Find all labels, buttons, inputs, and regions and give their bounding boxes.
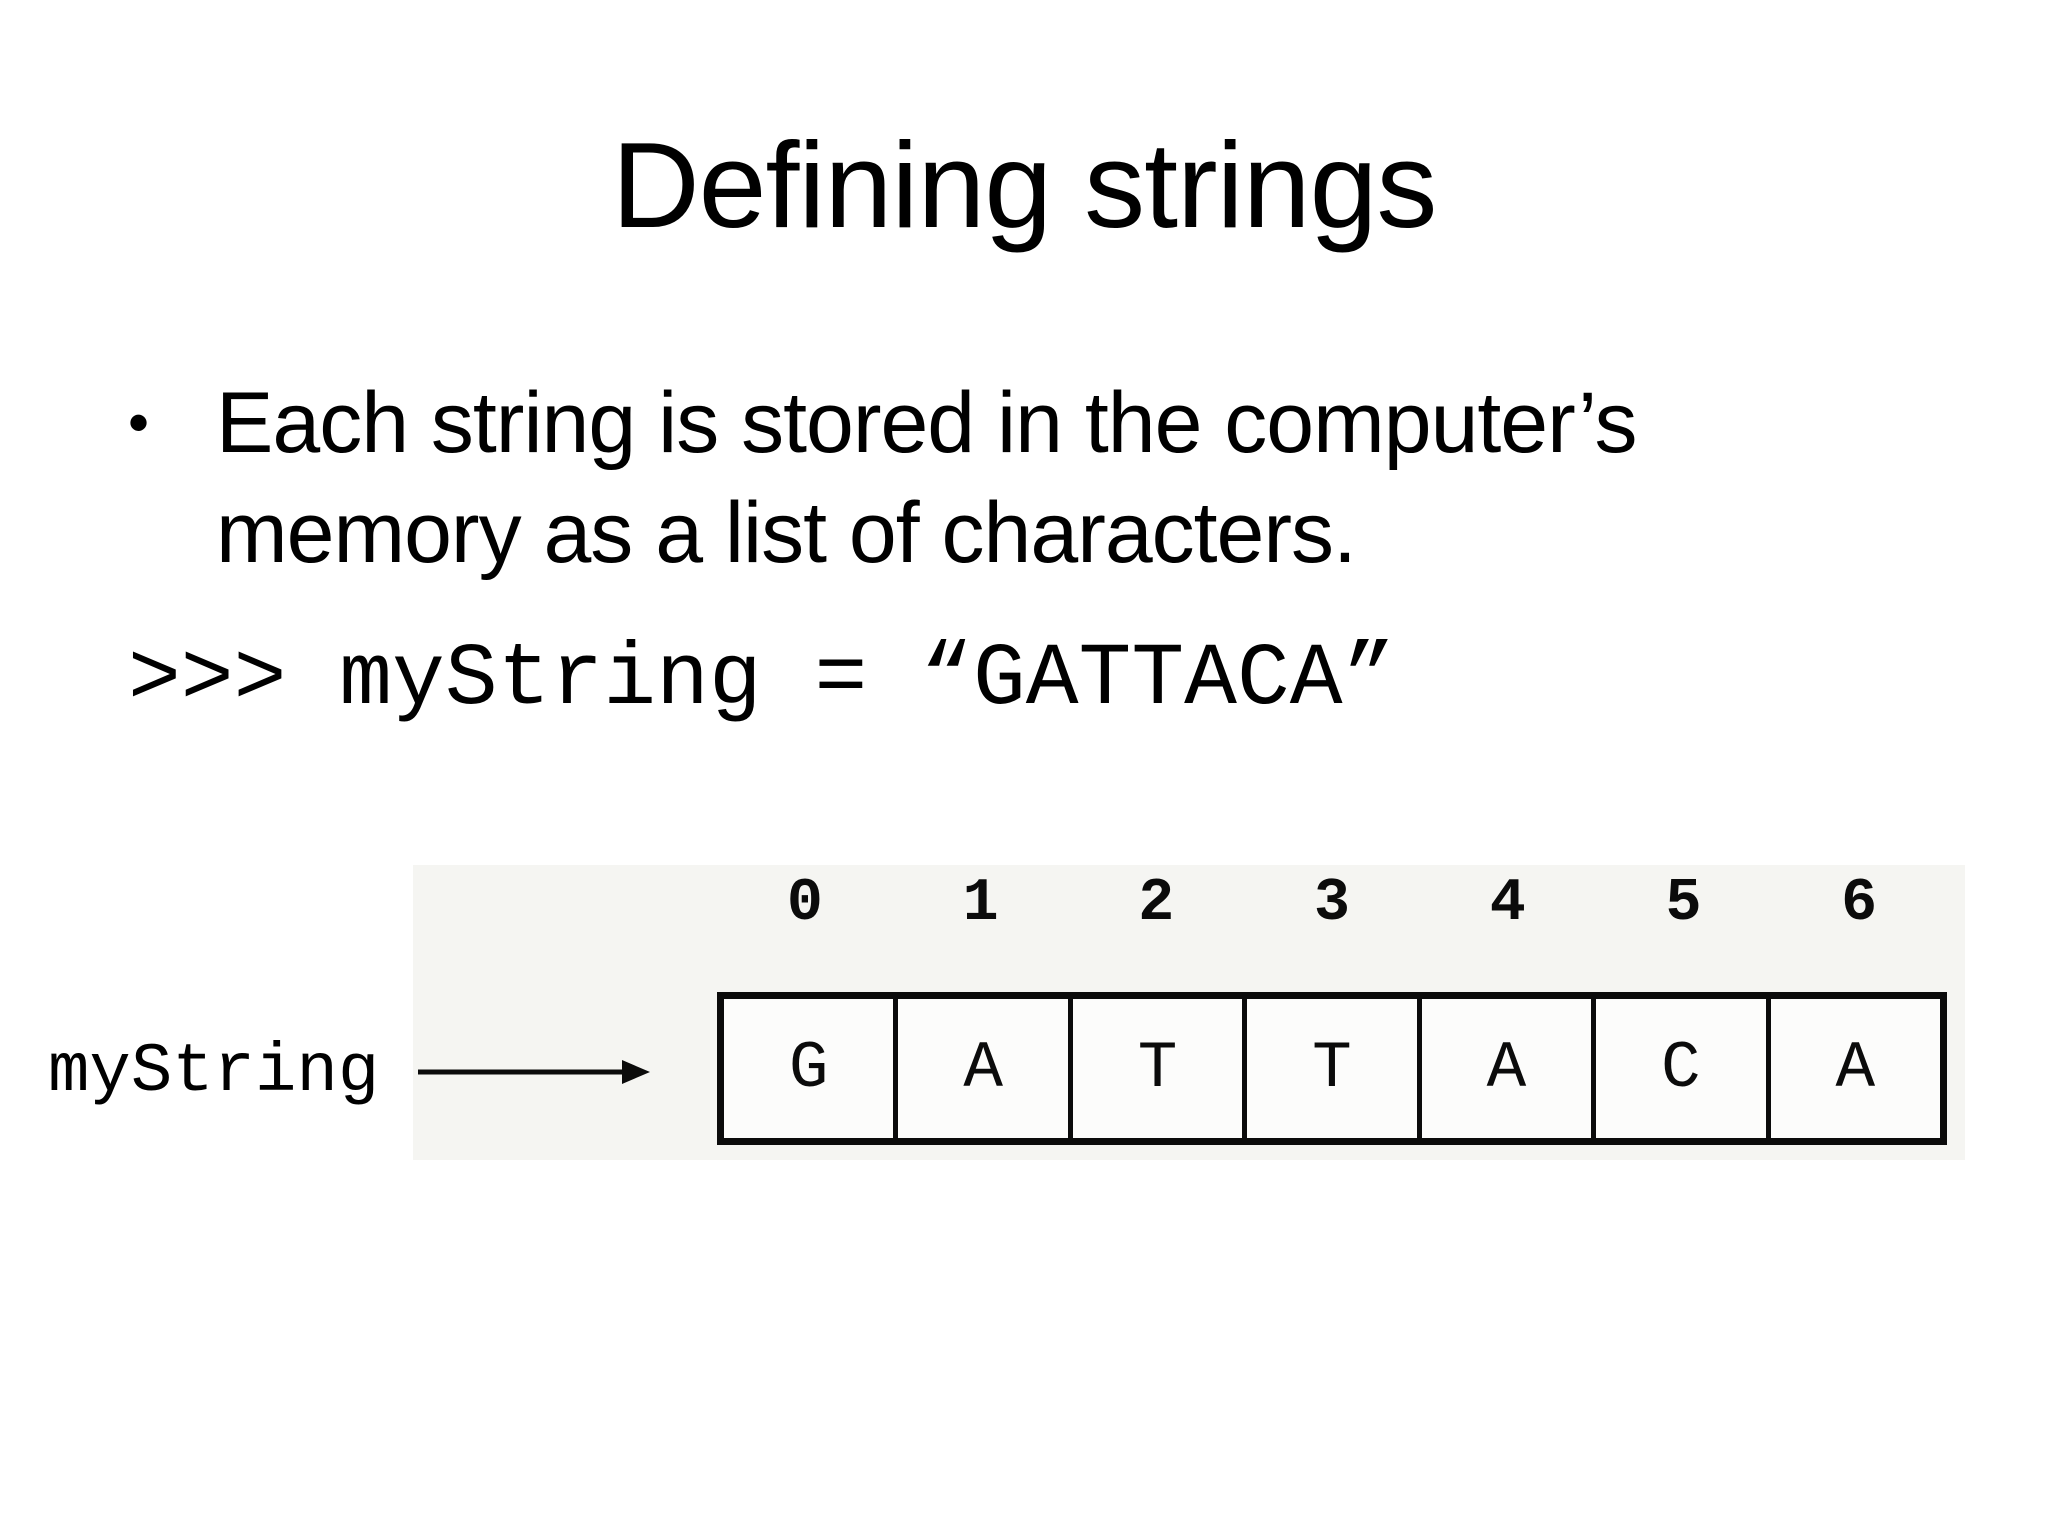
- index-row: 0 1 2 3 4 5 6: [717, 872, 1947, 936]
- index-label: 5: [1665, 870, 1702, 938]
- char-cell: T: [1067, 999, 1242, 1138]
- char-cell: A: [893, 999, 1067, 1138]
- index-label: 2: [1138, 870, 1175, 938]
- char-cell-array: G A T T A C A: [717, 992, 1947, 1145]
- bullet-item: • Each string is stored in the computer’…: [118, 368, 1818, 588]
- char-cell: A: [1765, 999, 1940, 1138]
- index-label: 3: [1314, 870, 1351, 938]
- index-label: 0: [786, 870, 823, 938]
- char-cell: A: [1416, 999, 1591, 1138]
- char-cell: C: [1591, 999, 1765, 1138]
- index-label: 1: [962, 870, 999, 938]
- python-code-line: >>> myString = “GATTACA”: [128, 631, 1396, 730]
- char-cell: G: [788, 1031, 829, 1106]
- index-label: 4: [1489, 870, 1526, 938]
- char-cell: T: [1242, 999, 1416, 1138]
- bullet-text: Each string is stored in the computer’s …: [216, 375, 1638, 581]
- right-arrow-icon: [418, 1060, 650, 1084]
- slide-title: Defining strings: [611, 117, 1438, 253]
- index-label: 6: [1841, 870, 1878, 938]
- variable-name-label: myString: [48, 1033, 380, 1111]
- bullet-marker: •: [128, 389, 150, 456]
